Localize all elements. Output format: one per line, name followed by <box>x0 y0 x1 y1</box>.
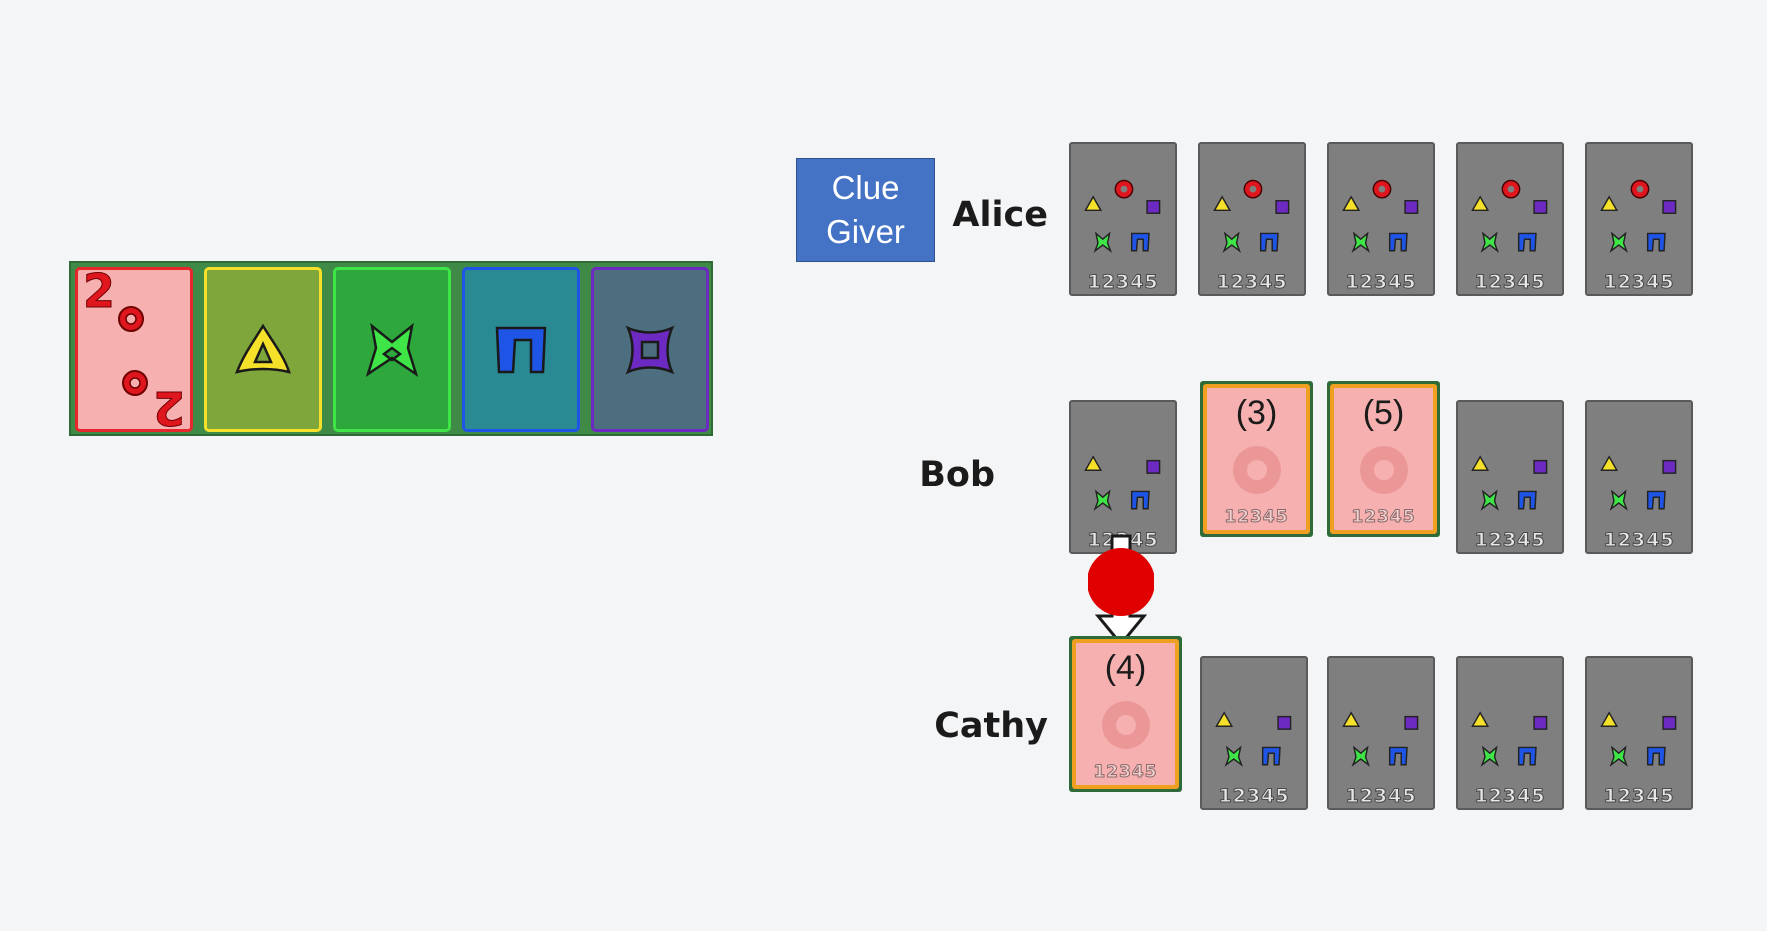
suit-possibilities-icon <box>1215 711 1292 767</box>
cathy-card-1[interactable]: (4) 12345 <box>1069 636 1182 792</box>
rank-possibilities: 12345 <box>1351 507 1416 528</box>
red-ring-pip-icon <box>118 306 144 332</box>
rank-possibilities: 12345 <box>1603 785 1675 808</box>
suit-possibilities-icon <box>1600 455 1677 511</box>
rank-possibilities: 12345 <box>1087 271 1159 294</box>
clued-card-face: (4) 12345 <box>1072 639 1179 789</box>
suit-possibilities-icon <box>1600 711 1677 767</box>
rank-possibilities: 12345 <box>1345 271 1417 294</box>
cathy-card-2[interactable]: 12345 <box>1200 656 1308 810</box>
suit-possibilities-icon <box>1471 455 1548 511</box>
rank-possibilities: 12345 <box>1474 271 1546 294</box>
green-stack-card <box>333 267 451 432</box>
bob-card-5[interactable]: 12345 <box>1585 400 1693 554</box>
suit-possibilities-icon <box>1342 711 1419 767</box>
red-ring-ghost-icon <box>1232 446 1281 495</box>
rank-possibilities: 12345 <box>1603 271 1675 294</box>
rank-possibilities: 12345 <box>1603 529 1675 552</box>
rank-possibilities: 12345 <box>1216 271 1288 294</box>
red-rank-bottom: 2 <box>152 381 185 436</box>
cathy-card-3[interactable]: 12345 <box>1327 656 1435 810</box>
rank-possibilities: 12345 <box>1218 785 1290 808</box>
yellow-stack-card <box>204 267 322 432</box>
suit-possibilities-icon <box>1471 179 1548 253</box>
play-stacks: 2 2 <box>69 261 713 436</box>
suit-possibilities-icon <box>1084 455 1161 511</box>
purple-stack-card <box>591 267 709 432</box>
bob-card-2[interactable]: (3) 12345 <box>1200 381 1313 537</box>
player-name-bob: Bob <box>919 455 995 495</box>
clued-card-face: (5) 12345 <box>1330 384 1437 534</box>
card-note: (5) <box>1362 394 1405 432</box>
alice-card-1[interactable]: 12345 <box>1069 142 1177 296</box>
suit-possibilities-icon <box>1213 179 1290 253</box>
yellow-triangle-suit-icon <box>234 323 291 374</box>
rank-possibilities: 12345 <box>1093 762 1158 783</box>
suit-possibilities-icon <box>1471 711 1548 767</box>
clue-giver-line1: Clue <box>831 169 900 206</box>
suit-possibilities-icon <box>1600 179 1677 253</box>
card-note: (4) <box>1104 649 1147 687</box>
rank-possibilities: 12345 <box>1474 529 1546 552</box>
card-note: (3) <box>1235 394 1278 432</box>
alice-card-3[interactable]: 12345 <box>1327 142 1435 296</box>
player-name-cathy: Cathy <box>934 706 1048 746</box>
bob-card-4[interactable]: 12345 <box>1456 400 1564 554</box>
alice-card-4[interactable]: 12345 <box>1456 142 1564 296</box>
red-clue-marker-icon <box>1088 548 1154 616</box>
clued-card-face: (3) 12345 <box>1203 384 1310 534</box>
bob-card-1[interactable]: 12345 <box>1069 400 1177 554</box>
blue-stack-card <box>462 267 580 432</box>
red-ring-ghost-icon <box>1101 701 1150 750</box>
purple-diamond-suit-icon <box>625 325 675 374</box>
clue-giver-badge: Clue Giver <box>796 158 935 262</box>
alice-card-5[interactable]: 12345 <box>1585 142 1693 296</box>
green-x-suit-icon <box>365 322 419 377</box>
rank-possibilities: 12345 <box>1474 785 1546 808</box>
red-ring-ghost-icon <box>1359 446 1408 495</box>
suit-possibilities-icon <box>1084 179 1161 253</box>
blue-pi-suit-icon <box>495 326 547 373</box>
cathy-card-5[interactable]: 12345 <box>1585 656 1693 810</box>
clue-giver-line2: Giver <box>826 213 905 250</box>
red-ring-pip-icon <box>122 370 148 396</box>
alice-card-2[interactable]: 12345 <box>1198 142 1306 296</box>
bob-card-3[interactable]: (5) 12345 <box>1327 381 1440 537</box>
suit-possibilities-icon <box>1342 179 1419 253</box>
player-name-alice: Alice <box>952 195 1048 235</box>
red-rank-top: 2 <box>82 264 116 319</box>
cathy-card-4[interactable]: 12345 <box>1456 656 1564 810</box>
rank-possibilities: 12345 <box>1224 507 1289 528</box>
red-stack-card: 2 2 <box>75 264 193 436</box>
rank-possibilities: 12345 <box>1345 785 1417 808</box>
down-arrow-icon <box>1088 534 1154 647</box>
